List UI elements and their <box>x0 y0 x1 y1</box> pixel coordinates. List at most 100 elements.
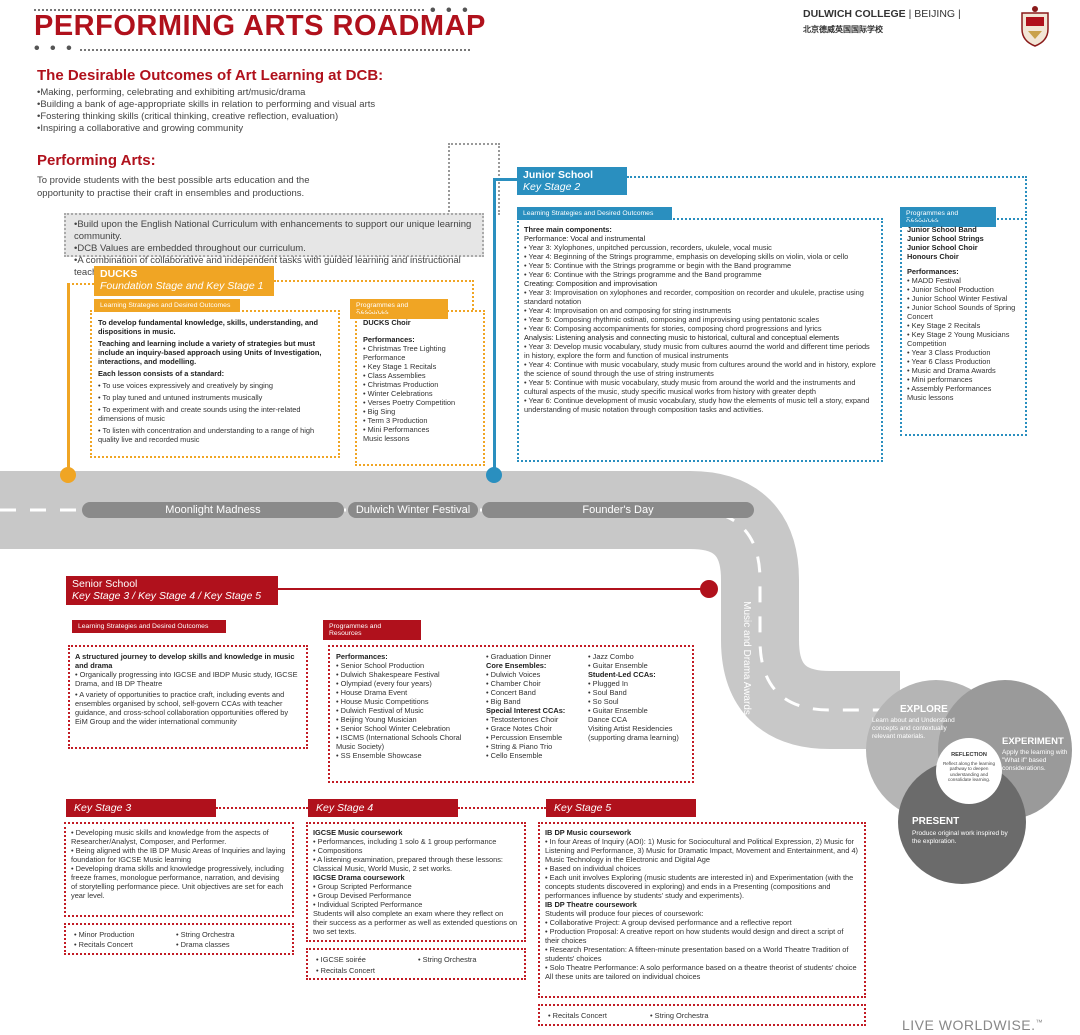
list-item: • Year 3: Develop music vocabulary, stud… <box>524 342 870 360</box>
list-item: • Beijing Young Musician <box>336 715 417 724</box>
divider <box>80 49 470 51</box>
crest-logo <box>1018 5 1052 47</box>
ks4-box: IGCSE Music coursework • Performances, i… <box>306 822 526 942</box>
road-event: Moonlight Madness <box>82 502 344 518</box>
senior-ls-box: A structured journey to develop skills a… <box>68 645 308 749</box>
senior-stage-label: Senior School Key Stage 3 / Key Stage 4 … <box>66 576 278 605</box>
list-item: • To listen with concentration and under… <box>98 426 315 444</box>
list-item: • Group Devised Performance <box>313 891 412 900</box>
list-item: • To experiment with and create sounds u… <box>98 405 301 423</box>
ks3-events: • Minor Production • Recitals Concert • … <box>64 923 294 955</box>
list-item: • Assembly Performances <box>907 384 992 393</box>
list-item: • So Soul <box>588 697 619 706</box>
list-item: • Year 6: Continue development of music … <box>524 396 870 414</box>
list-item: • Grace Notes Choir <box>486 724 552 733</box>
connector-line <box>67 283 94 285</box>
list-item: • Class Assemblies <box>363 371 426 380</box>
explore-title: EXPLORE <box>900 704 948 715</box>
list-item: • Year 5: Continue with music vocabulary… <box>524 378 856 396</box>
reflection-circle <box>936 738 1002 804</box>
list-item: • In four Areas of Inquiry (AOI): 1) Mus… <box>545 837 859 864</box>
list-item: • Graduation Dinner <box>486 652 552 661</box>
list-item: • Individual Scripted Performance <box>313 900 423 909</box>
list-item: • Collaborative Project: A group devised… <box>545 918 792 927</box>
ducks-ls-label: Learning Strategies and Desired Outcomes <box>94 299 240 312</box>
school-name-chinese: 北京德威英国国际学校 <box>803 25 883 34</box>
curriculum-box: Build upon the English National Curricul… <box>64 213 484 278</box>
list-item: • Year 3 Class Production <box>907 348 991 357</box>
road-event: Dulwich Winter Festival <box>348 502 478 518</box>
list-item: • Guitar Ensemble <box>588 706 648 715</box>
list-item: • Being aligned with the IB DP Music Are… <box>71 846 286 864</box>
connector-line <box>274 280 474 310</box>
list-item: • Christmas Tree Lighting Performance <box>363 344 446 362</box>
list-item: • Dulwich Shakespeare Festival <box>336 670 440 679</box>
senior-ls-label: Learning Strategies and Desired Outcomes <box>72 620 226 633</box>
list-item: • Percussion Ensemble <box>486 733 563 742</box>
list-item: • Developing drama skills and knowledge … <box>71 864 284 900</box>
list-item: • Organically progressing into IGCSE and… <box>75 670 298 688</box>
junior-ls-label: Learning Strategies and Desired Outcomes <box>517 207 672 220</box>
brand-tagline: LIVE WORLDWISE.™ <box>902 1017 1044 1033</box>
list-item: • Drama classes <box>176 940 230 949</box>
junior-ls-box: Three main components: Performance: Voca… <box>517 218 883 462</box>
list-item: • String & Piano Trio <box>486 742 553 751</box>
list-item: • Junior School Winter Festival <box>907 294 1008 303</box>
ks3-label: Key Stage 3 <box>66 799 216 817</box>
senior-pr-label: Programmes and Resources <box>323 620 421 640</box>
list-item: Fostering thinking skills (critical thin… <box>37 111 457 123</box>
list-item: • Verses Poetry Competition <box>363 398 456 407</box>
list-item: • A variety of opportunities to practice… <box>75 690 289 726</box>
outcomes-list: Making, performing, celebrating and exhi… <box>37 87 457 135</box>
present-title: PRESENT <box>912 816 960 827</box>
list-item: • Solo Theatre Performance: A solo perfo… <box>545 963 857 972</box>
ks3-box: • Developing music skills and knowledge … <box>64 822 294 917</box>
page-title: PERFORMING ARTS ROADMAP <box>34 10 486 42</box>
list-item: • Year 4: Continue with music vocabulary… <box>524 360 876 378</box>
list-item: • MADD Festival <box>907 276 961 285</box>
list-item: • Performances, including 1 solo & 1 gro… <box>313 837 497 846</box>
list-item: • House Drama Event <box>336 688 408 697</box>
list-item: • To use voices expressively and creativ… <box>98 381 273 390</box>
list-item: • Dulwich Voices <box>486 670 541 679</box>
list-item: • Key Stage 1 Recitals <box>363 362 437 371</box>
list-item: Inspiring a collaborative and growing co… <box>37 123 457 135</box>
list-item: Making, performing, celebrating and exhi… <box>37 87 457 99</box>
performing-arts-text: To provide students with the best possib… <box>37 175 310 199</box>
list-item: • Developing music skills and knowledge … <box>71 828 269 846</box>
ks5-label: Key Stage 5 <box>546 799 696 817</box>
list-item: DCB Values are embedded throughout our c… <box>74 243 474 255</box>
list-item: • Key Stage 2 Recitals <box>907 321 981 330</box>
ks4-events: • IGCSE soirée • Recitals Concert • Stri… <box>306 948 526 980</box>
junior-marker <box>486 467 502 483</box>
junior-stage-label: Junior School Key Stage 2 <box>517 167 627 195</box>
list-item: • Recitals Concert <box>548 1011 607 1020</box>
connector-line <box>458 807 546 809</box>
reflection-title: REFLECTION <box>951 752 987 758</box>
list-item: • Big Sing <box>363 407 396 416</box>
list-item: • Testostertones Choir <box>486 715 559 724</box>
list-item: • Big Band <box>486 697 521 706</box>
list-item: • Dulwich Festival of Music <box>336 706 424 715</box>
list-item: Building a bank of age-appropriate skill… <box>37 99 457 111</box>
list-item: • Year 6 Class Production <box>907 357 991 366</box>
list-item: • Year 3: Improvisation on xylophones an… <box>524 288 864 306</box>
senior-pr-box: Performances: • Senior School Production… <box>328 645 694 783</box>
decor-dots: • • • <box>430 2 471 19</box>
divider <box>34 9 424 11</box>
list-item: • Junior School Sounds of Spring Concert <box>907 303 1016 321</box>
list-item: • Recitals Concert <box>316 966 375 975</box>
list-item: • Guitar Ensemble <box>588 661 648 670</box>
list-item: • Each unit involves Exploring (music st… <box>545 873 854 900</box>
ducks-stage-label: DUCKS Foundation Stage and Key Stage 1 <box>94 266 274 296</box>
list-item: • Production Proposal: A creative report… <box>545 927 844 945</box>
list-item: • Year 4: Beginning of the Strings progr… <box>524 252 849 261</box>
connector-line <box>216 807 308 809</box>
list-item: • Recitals Concert <box>74 940 133 949</box>
list-item: Build upon the English National Curricul… <box>74 219 474 243</box>
outcomes-heading: The Desirable Outcomes of Art Learning a… <box>37 67 384 84</box>
present-text: Produce original work inspired by the ex… <box>912 830 1008 845</box>
list-item: • Mini Performances <box>363 425 430 434</box>
list-item: • Music and Drama Awards <box>907 366 996 375</box>
senior-line <box>278 588 708 590</box>
